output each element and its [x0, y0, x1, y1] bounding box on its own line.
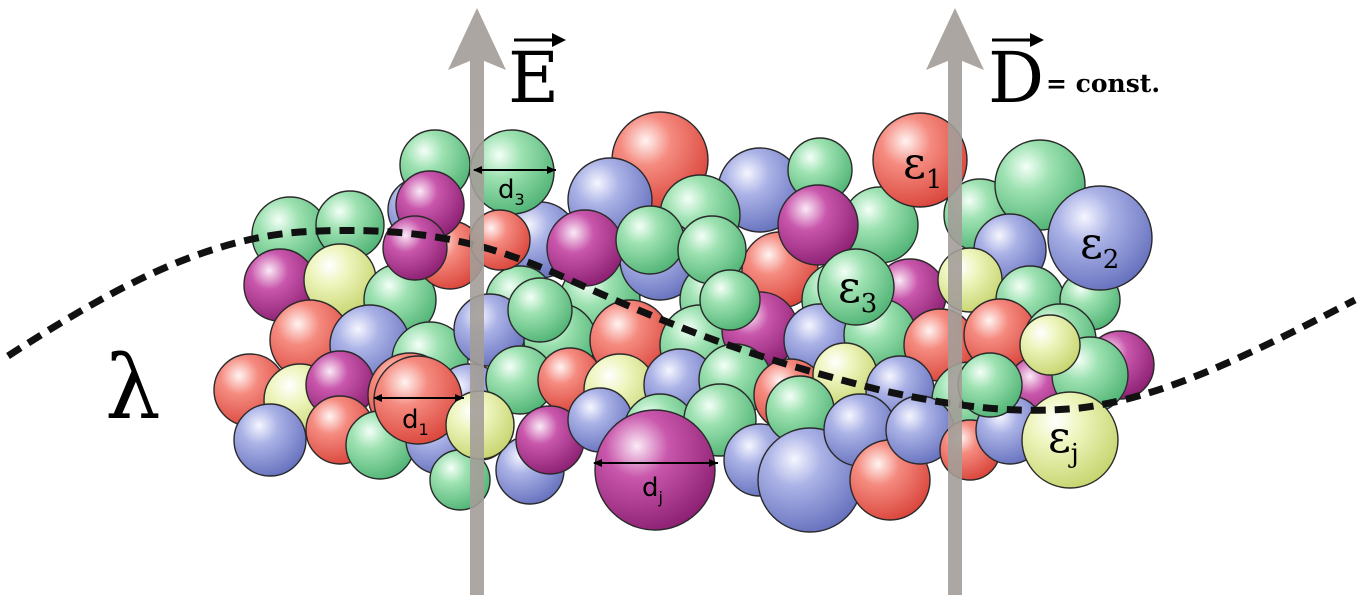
- particle-cluster: [213, 111, 1155, 533]
- svg-text:d1: d1: [402, 405, 429, 439]
- d-field-label: D = const.: [988, 33, 1160, 119]
- svg-text:dj: dj: [642, 473, 663, 507]
- particle-sphere: [872, 112, 968, 208]
- epsilon-2-label: ε2: [1080, 218, 1119, 275]
- e-field-arrow: [448, 8, 506, 595]
- wavelength-wave: [6, 226, 1357, 414]
- particle-sphere: [1021, 391, 1119, 489]
- particle-sphere: [1047, 185, 1153, 291]
- wavelength-label: λ: [105, 336, 161, 439]
- d-field-arrow: [926, 8, 984, 595]
- particle-sphere: [233, 403, 307, 477]
- svg-text:εj: εj: [1048, 412, 1079, 469]
- svg-text:ε1: ε1: [903, 138, 942, 195]
- svg-text:ε3: ε3: [838, 262, 877, 319]
- particle-sphere: [382, 215, 448, 281]
- particle-sphere: [594, 409, 716, 531]
- d1-label: d1: [402, 405, 429, 439]
- particle-sphere: [777, 184, 859, 266]
- d-const-text: = const.: [1046, 69, 1160, 98]
- particle-sphere: [1019, 314, 1081, 376]
- epsilon-1-label: ε1: [903, 138, 942, 195]
- svg-text:d3: d3: [498, 175, 525, 209]
- e-field-label: E: [508, 33, 566, 119]
- d3-label: d3: [498, 175, 525, 209]
- dj-label: dj: [642, 473, 663, 507]
- epsilon-j-label: εj: [1048, 412, 1079, 469]
- particle-sphere: [817, 248, 895, 326]
- particle-sphere: [615, 205, 685, 275]
- particle-sphere: [699, 269, 761, 331]
- svg-text:ε2: ε2: [1080, 218, 1119, 275]
- epsilon-3-label: ε3: [838, 262, 877, 319]
- vector-arrow-head-icon: [552, 33, 566, 47]
- vector-arrow-head-icon: [1030, 33, 1044, 47]
- d-field-text: D: [988, 37, 1044, 119]
- e-field-text: E: [508, 37, 559, 119]
- particle-sphere: [507, 277, 573, 343]
